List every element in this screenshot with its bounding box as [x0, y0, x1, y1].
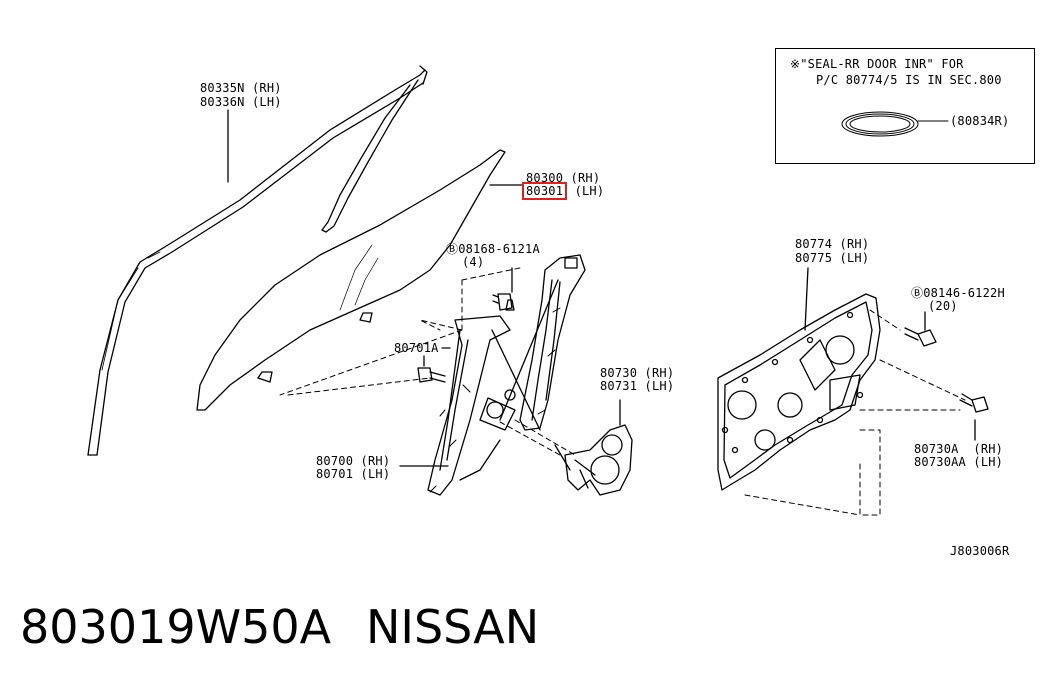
- sealing-rh-label[interactable]: 80774 (RH): [795, 237, 870, 251]
- part-number: 803019W50A: [20, 600, 332, 654]
- glass-lh-label[interactable]: 80301 (LH): [522, 182, 605, 200]
- bolt-08146: [904, 311, 937, 347]
- seal-coil-icon: [841, 111, 949, 137]
- diagram-code: J803006R: [950, 544, 1010, 558]
- highlighted-part-code[interactable]: 80301: [522, 182, 568, 200]
- screw-lh-label[interactable]: 80730AA (LH): [914, 455, 1004, 469]
- screw-rh-label[interactable]: 80730A (RH): [914, 442, 1004, 456]
- glass-run-rh-label[interactable]: 80335N (RH): [200, 81, 282, 95]
- glass-rh-label[interactable]: 80300 (RH): [526, 171, 601, 185]
- glass-run-channel: [87, 65, 428, 456]
- window-motor: [554, 399, 633, 496]
- note-box: [775, 48, 1035, 164]
- bolt-a-code-label[interactable]: Ⓑ08168-6121A: [446, 242, 540, 256]
- regulator-rh-label[interactable]: 80700 (RH): [316, 454, 391, 468]
- sealing-lh-label[interactable]: 80775 (LH): [795, 251, 870, 265]
- note-line-1: ※"SEAL-RR DOOR INR" FOR: [790, 57, 964, 71]
- motor-rh-label[interactable]: 80730 (RH): [600, 366, 675, 380]
- seal-label: (80834R): [950, 114, 1010, 128]
- note-line-2: P/C 80774/5 IS IN SEC.800: [816, 73, 1002, 87]
- bolt-b-qty-label: (20): [928, 299, 958, 313]
- brand-name: NISSAN: [366, 600, 540, 654]
- window-regulator: [427, 254, 586, 496]
- bolt-a-qty-label: (4): [462, 255, 485, 269]
- motor-lh-label[interactable]: 80731 (LH): [600, 379, 675, 393]
- bolt-80701a: [417, 355, 446, 383]
- door-glass: [196, 149, 523, 411]
- screw-80730a: [959, 393, 989, 441]
- bolt-80701a-label[interactable]: 80701A: [394, 341, 439, 355]
- door-panel: [717, 267, 881, 491]
- bolt-08168: [492, 267, 513, 311]
- bolt-b-code-label[interactable]: Ⓑ08146-6122H: [911, 286, 1005, 300]
- glass-lh-side: (LH): [574, 184, 605, 198]
- regulator-lh-label[interactable]: 80701 (LH): [316, 467, 391, 481]
- glass-run-lh-label[interactable]: 80336N (LH): [200, 95, 282, 109]
